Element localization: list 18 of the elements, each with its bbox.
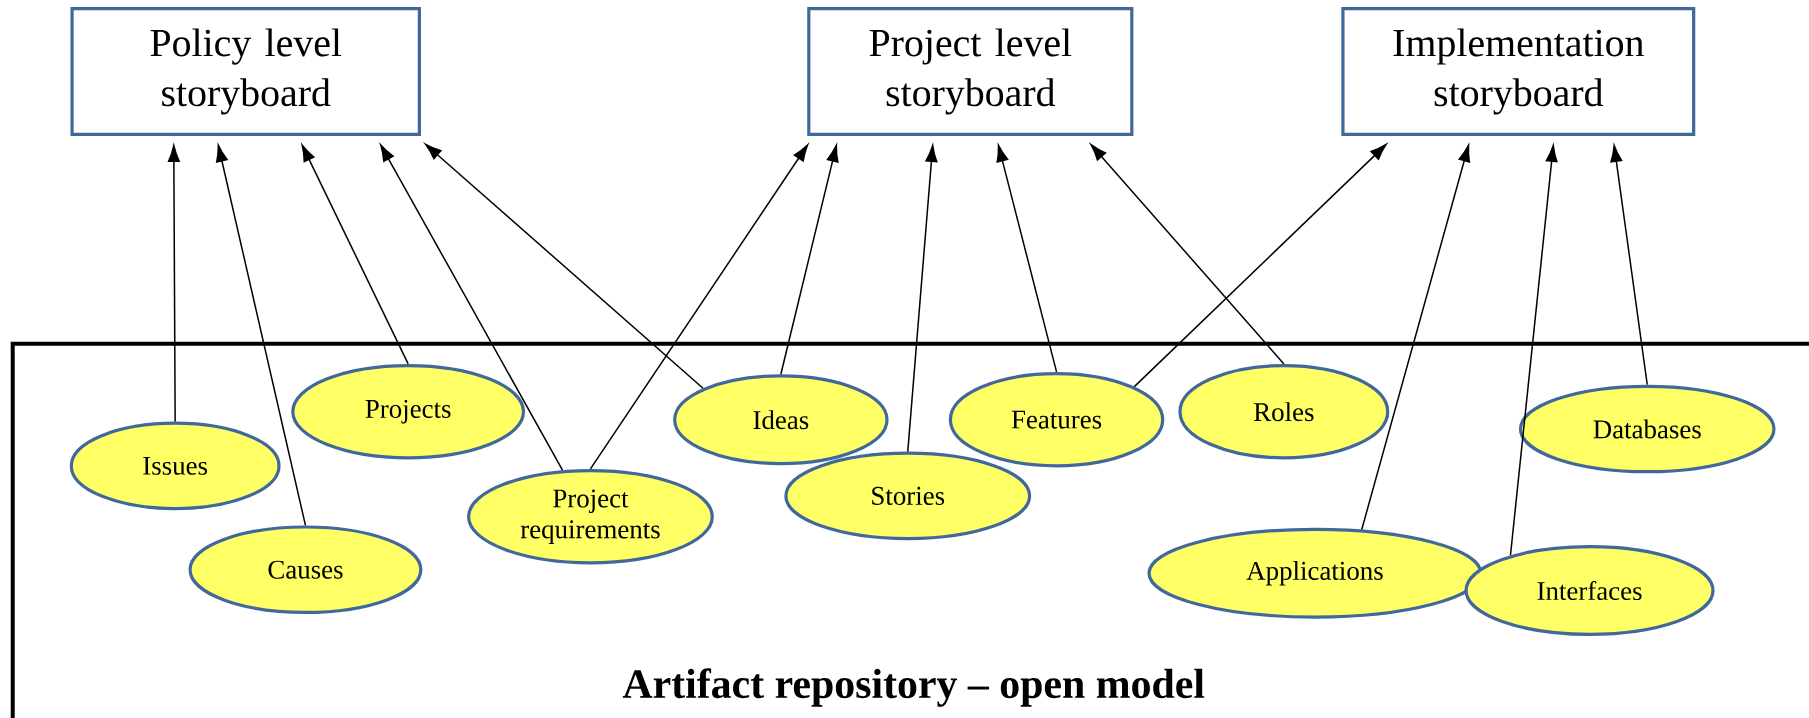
- storyboard-box: Project level storyboard: [807, 7, 1134, 136]
- arrow: [424, 143, 704, 389]
- arrow: [380, 144, 564, 471]
- storyboard-box: Implementation storyboard: [1341, 7, 1696, 136]
- arrow: [1610, 144, 1648, 386]
- arrow: [996, 144, 1058, 373]
- arrow: [167, 144, 180, 423]
- arrow: [1509, 144, 1558, 557]
- arrow: [1133, 143, 1387, 388]
- arrow: [1361, 144, 1471, 531]
- arrow: [215, 144, 307, 527]
- arrow: [1090, 143, 1285, 365]
- arrow: [780, 144, 839, 375]
- storyboard-box: Policy level storyboard: [70, 7, 421, 136]
- arrow: [589, 144, 809, 470]
- frame-heading: Artifact repository – open model: [622, 668, 1205, 707]
- arrow: [907, 144, 938, 453]
- arrow: [301, 144, 409, 365]
